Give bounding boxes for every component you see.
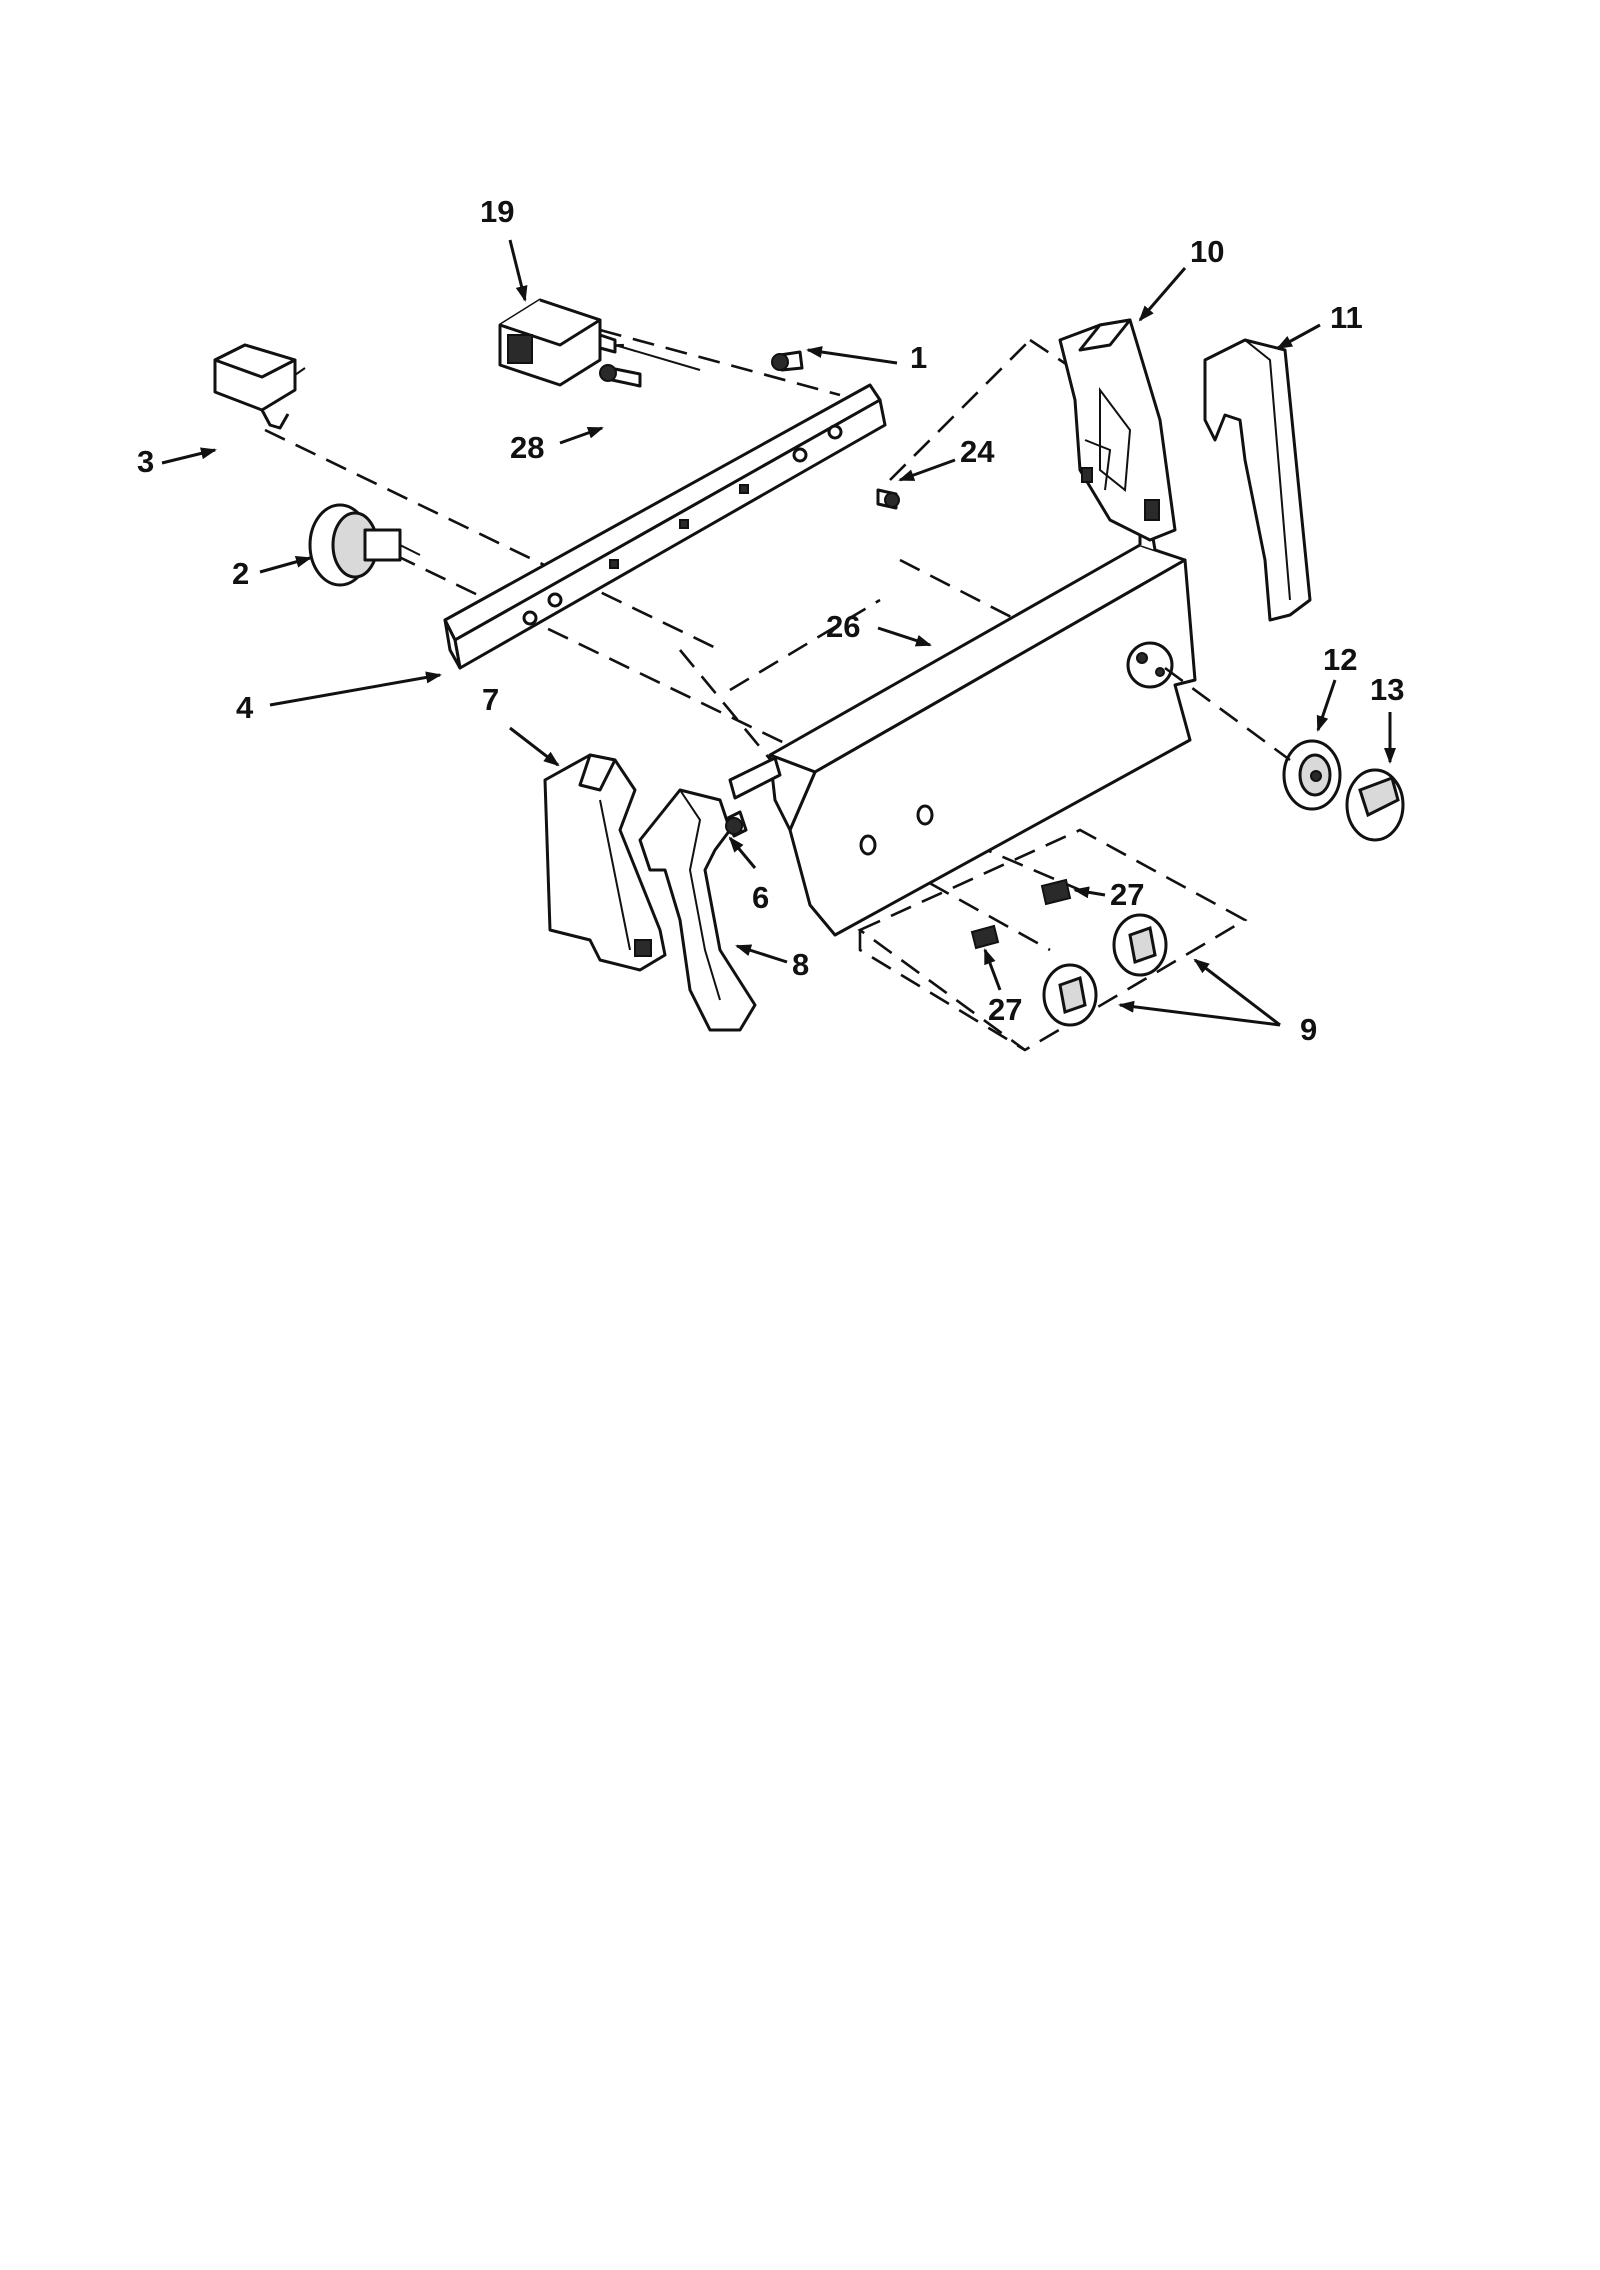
part-24-screw [876,488,900,510]
part-9-knob-upper [1112,913,1168,977]
part-28-screw [599,364,642,388]
callout-7: 7 [482,682,499,717]
part-3-switch [213,343,306,430]
callout-10: 10 [1190,234,1224,269]
part-11-right-trim [1203,338,1312,622]
callout-2: 2 [232,556,249,591]
part-4-control-bracket [443,383,887,670]
callout-4: 4 [236,690,254,725]
part-2-rotary-switch [308,503,421,587]
callout-8: 8 [792,947,809,982]
part-7-end-bracket [543,753,667,972]
part-6-screw [725,810,748,838]
callout-11: 11 [1330,300,1363,335]
part-1-screw [771,350,804,372]
callout-19: 19 [480,194,514,229]
callout-1: 1 [910,340,927,375]
callout-12: 12 [1323,642,1357,677]
part-26-console-panel [728,518,1197,937]
callout-6: 6 [752,880,769,915]
part-27-spring-lower [970,924,1000,950]
callout-9: 9 [1300,1012,1317,1047]
callout-24: 24 [960,434,995,469]
part-12-knob-ring [1282,739,1342,811]
callout-labels: 19 10 11 1 3 28 24 2 26 4 12 13 7 6 27 8… [137,194,1404,1047]
part-27-spring-upper [1040,878,1072,906]
part-13-knob [1345,768,1405,842]
callout-27-upper: 27 [1110,877,1144,912]
callout-26: 26 [826,609,860,644]
leader-lines [161,239,1396,1027]
part-10-end-bracket [1058,318,1177,542]
part-19-switch [498,298,701,387]
callout-27-lower: 27 [988,992,1022,1027]
callout-13: 13 [1370,672,1404,707]
callout-28: 28 [510,430,544,465]
callout-3: 3 [137,444,154,479]
part-8-left-trim [638,788,757,1032]
part-9-knob-lower [1042,963,1098,1027]
